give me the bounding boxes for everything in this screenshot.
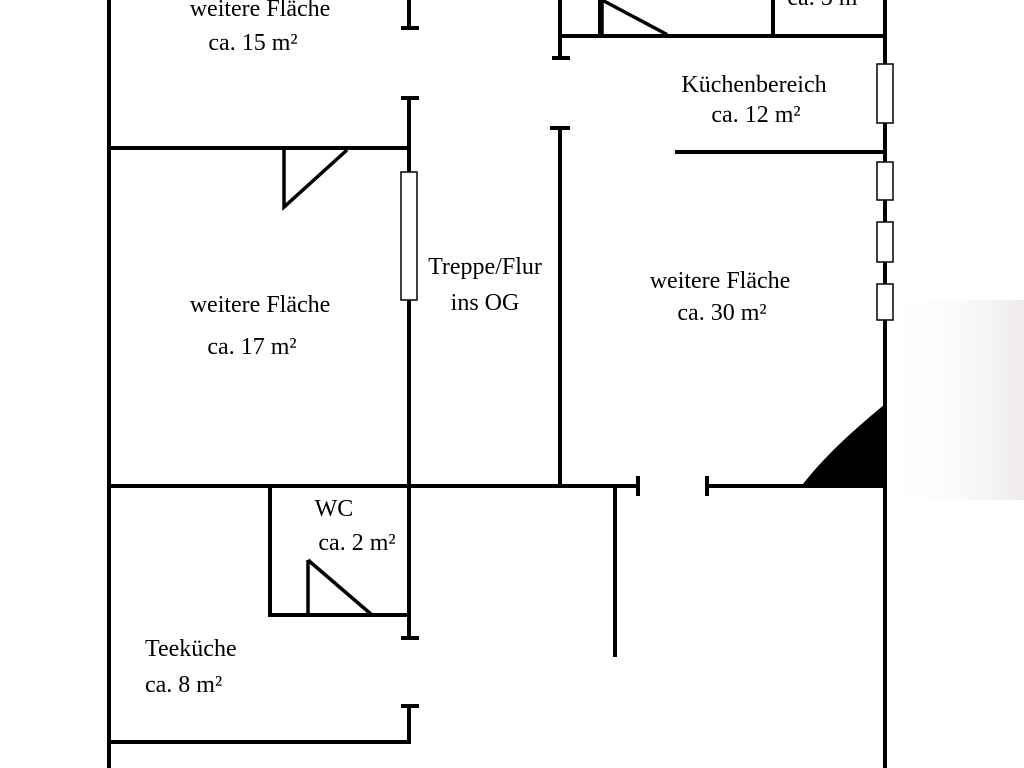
window-right-3 bbox=[876, 283, 894, 321]
room-kitchen-name: Küchenbereich bbox=[681, 72, 826, 98]
exterior-walls bbox=[107, 0, 887, 768]
room-mid-right-name: weitere Fläche bbox=[650, 268, 791, 294]
room-wc-name: WC bbox=[315, 496, 354, 522]
window-kitchen bbox=[876, 63, 894, 124]
room-mid-left-area: ca. 17 m² bbox=[207, 334, 296, 360]
window-right-2 bbox=[876, 221, 894, 263]
photo-glare bbox=[885, 300, 1024, 500]
room-top-left-area: ca. 15 m² bbox=[208, 30, 297, 56]
room-labels: weitere Fläche ca. 15 m² ca. 5 m² Küchen… bbox=[145, 0, 865, 698]
room-mid-left-name: weitere Fläche bbox=[190, 292, 331, 318]
window-right-1 bbox=[876, 161, 894, 201]
corner-wedge bbox=[803, 404, 885, 484]
room-kitchen-area: ca. 12 m² bbox=[711, 102, 800, 128]
room-wc-area: ca. 2 m² bbox=[318, 530, 395, 556]
interior-walls bbox=[107, 0, 887, 744]
room-hall-name: Treppe/Flur bbox=[428, 254, 542, 280]
room-teekueche-name: Teeküche bbox=[145, 636, 237, 662]
doors bbox=[282, 0, 668, 617]
room-mid-right-area: ca. 30 m² bbox=[677, 300, 766, 326]
room-top-right-area: ca. 5 m² bbox=[787, 0, 864, 11]
windows bbox=[400, 63, 894, 321]
room-hall-note: ins OG bbox=[451, 290, 520, 316]
room-top-left-name: weitere Fläche bbox=[190, 0, 331, 22]
room-teekueche-area: ca. 8 m² bbox=[145, 672, 222, 698]
window-hall bbox=[400, 171, 418, 301]
